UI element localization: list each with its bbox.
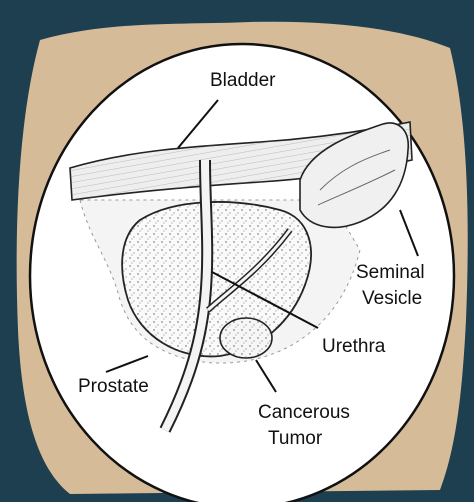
label-urethra: Urethra bbox=[322, 336, 385, 358]
label-tumor-2: Tumor bbox=[268, 428, 322, 450]
label-seminal-vesicle-1: Seminal bbox=[356, 262, 425, 284]
label-tumor-1: Cancerous bbox=[258, 402, 350, 424]
label-prostate: Prostate bbox=[78, 376, 149, 398]
label-bladder: Bladder bbox=[210, 70, 276, 92]
label-seminal-vesicle-2: Vesicle bbox=[362, 288, 422, 310]
